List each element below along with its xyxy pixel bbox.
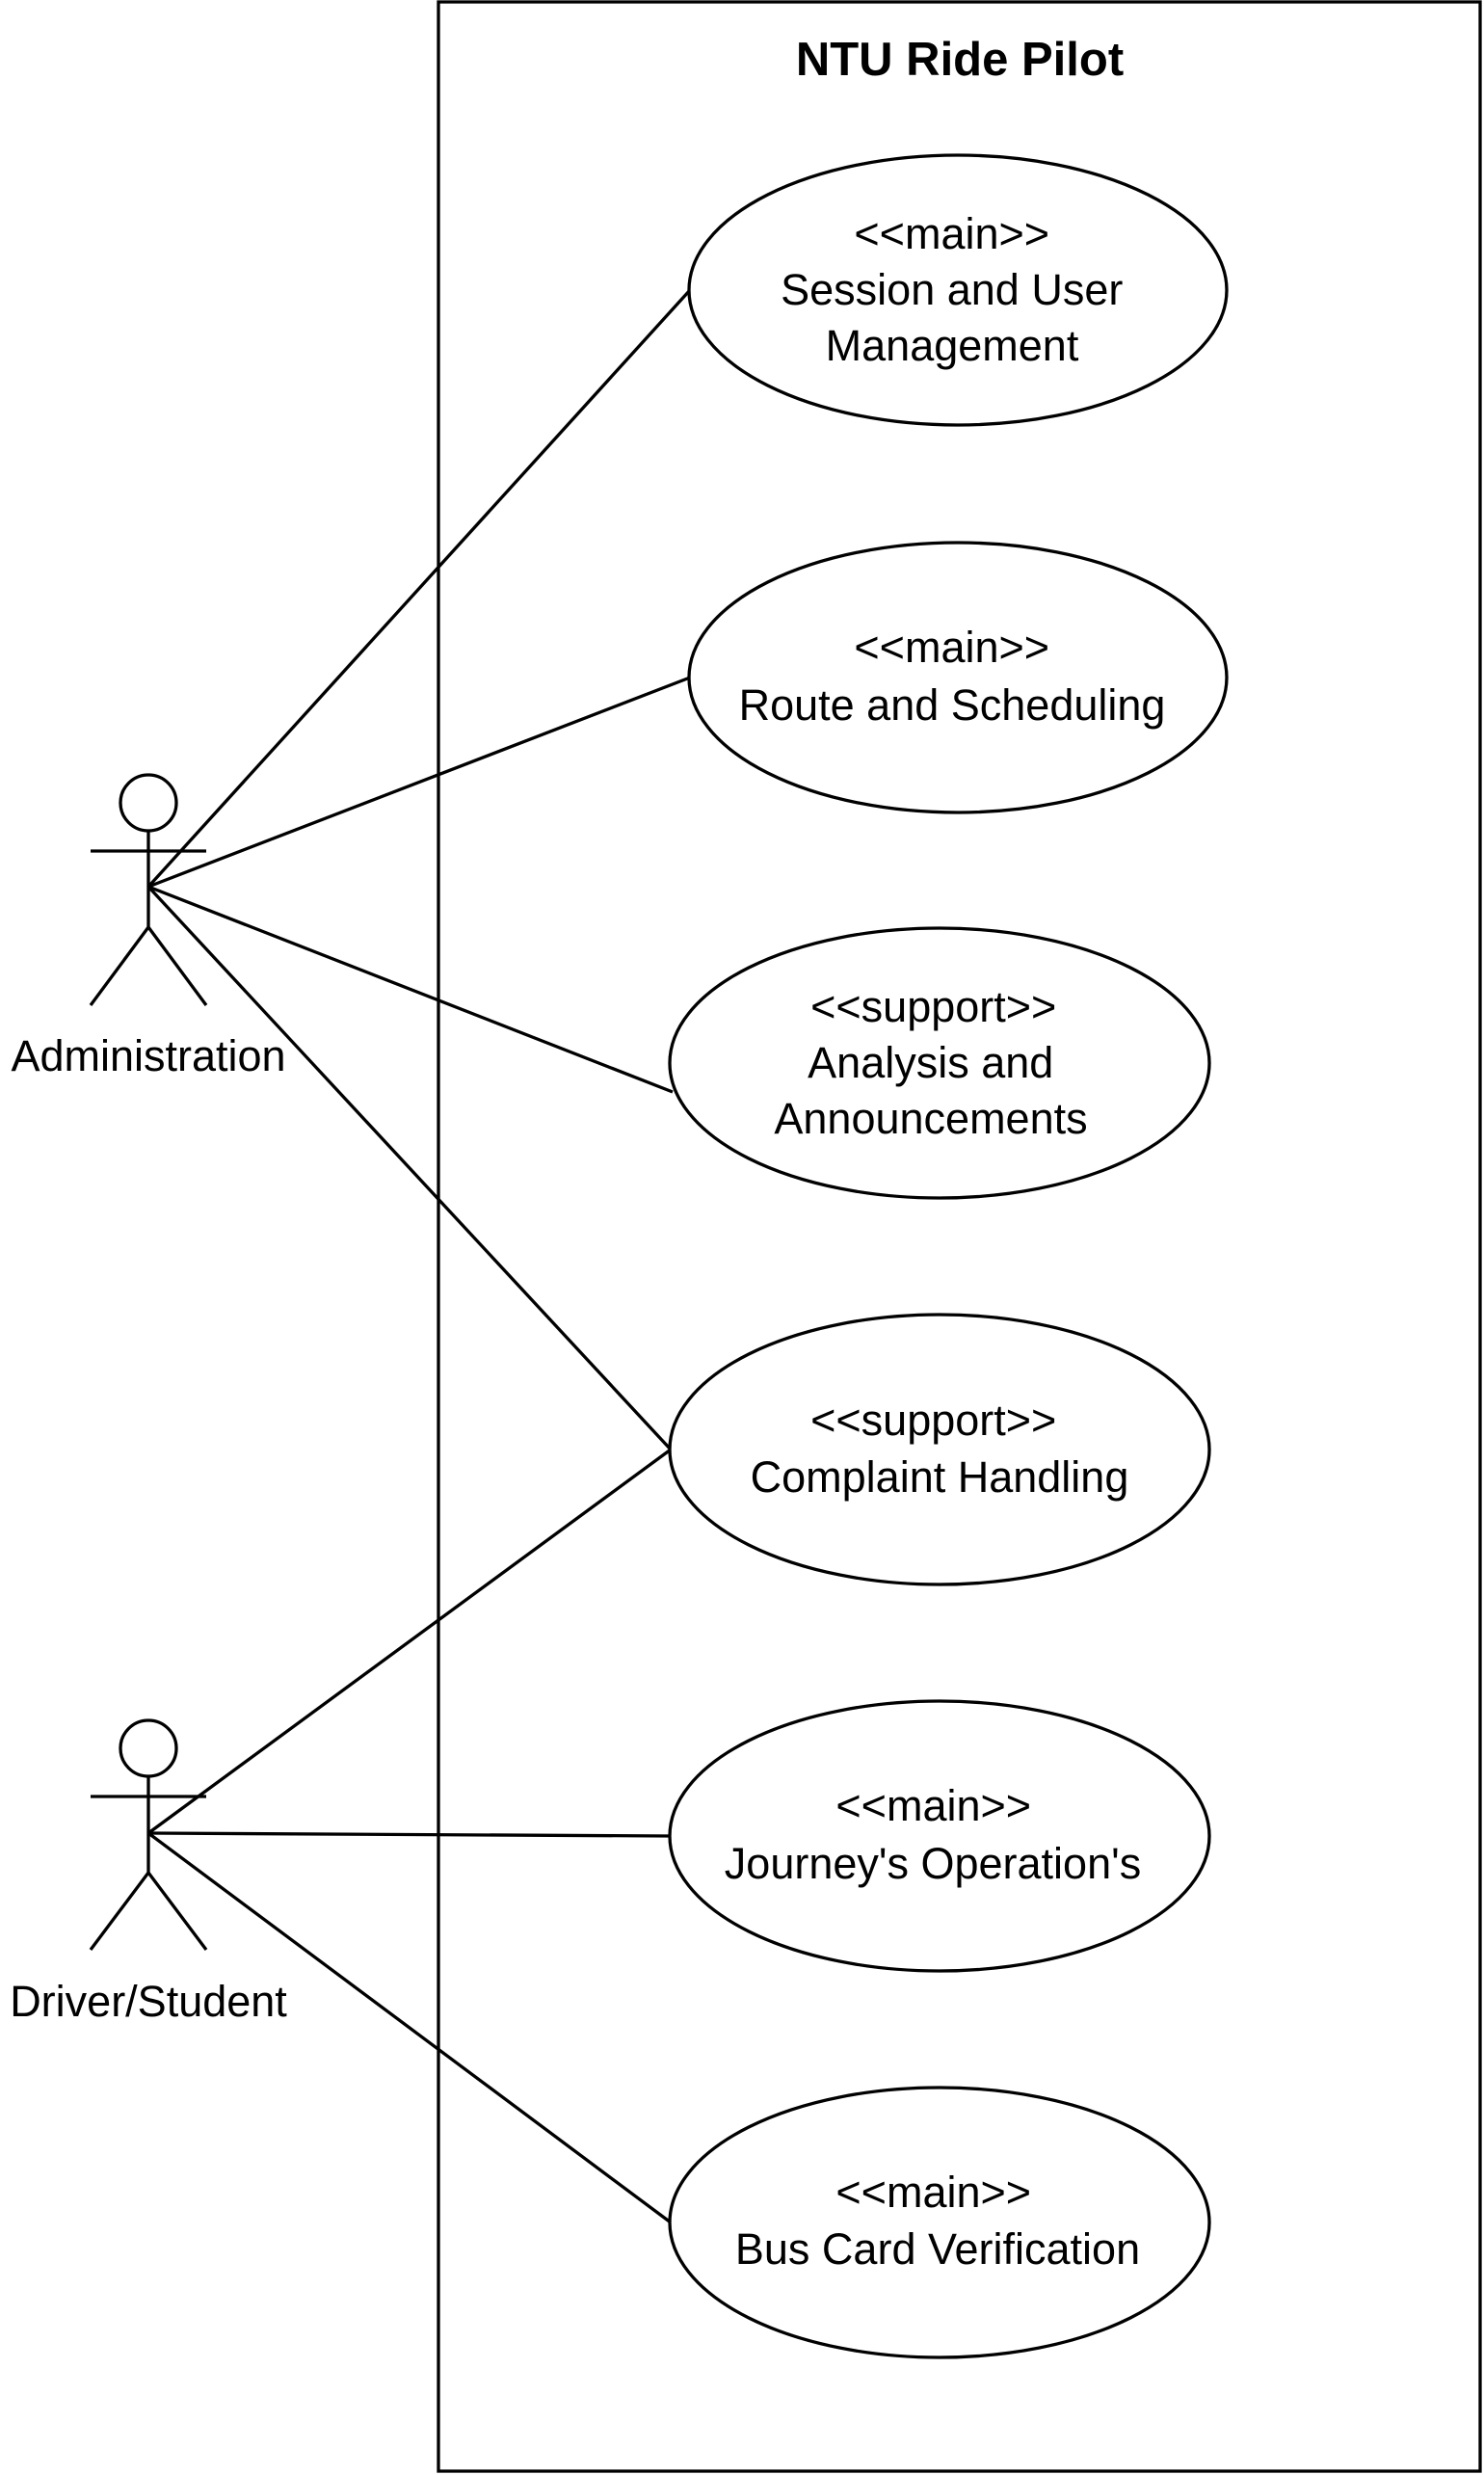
use-case-complaint-stereotype: <<support>>	[810, 1396, 1056, 1445]
use-case-complaint-text: <<support>> Complaint Handling	[751, 1396, 1129, 1502]
association-admin-analysis	[147, 885, 674, 1094]
association-driver-complaint	[147, 1448, 672, 1835]
association-driver-buscard	[147, 1831, 672, 2224]
use-case-analysis-line-2: Announcements	[774, 1094, 1087, 1143]
use-case-analysis-stereotype: <<support>>	[810, 982, 1056, 1031]
use-case-complaint[interactable]: <<support>> Complaint Handling	[668, 1313, 1211, 1586]
association-driver-journey	[147, 1831, 672, 1838]
use-case-journey-line-1: Journey's Operation's	[725, 1839, 1141, 1888]
use-case-session-stereotype: <<main>>	[854, 209, 1049, 258]
use-case-route-stereotype: <<main>>	[854, 623, 1049, 672]
use-case-complaint-ellipse[interactable]	[668, 1313, 1211, 1586]
use-case-journey-text: <<main>> Journey's Operation's	[725, 1781, 1141, 1888]
use-case-session-ellipse[interactable]	[687, 153, 1229, 427]
actor-administration[interactable]: Administration	[11, 773, 286, 1080]
use-case-buscard-ellipse[interactable]	[668, 2086, 1211, 2359]
association-admin-session	[146, 288, 692, 889]
use-case-analysis-ellipse[interactable]	[668, 926, 1211, 1200]
use-case-session[interactable]: <<main>> Session and User Management	[687, 153, 1229, 427]
use-case-complaint-line-1: Complaint Handling	[751, 1452, 1129, 1502]
association-admin-complaint	[146, 885, 673, 1451]
use-case-route-ellipse[interactable]	[687, 541, 1229, 814]
system-title: NTU Ride Pilot	[796, 34, 1124, 86]
use-case-journey-stereotype: <<main>>	[835, 1781, 1031, 1830]
actor-administration-label: Administration	[11, 1031, 285, 1080]
use-case-journey[interactable]: <<main>> Journey's Operation's	[668, 1699, 1211, 1973]
use-case-session-line-2: Management	[826, 321, 1079, 370]
use-case-buscard-stereotype: <<main>>	[835, 2168, 1031, 2217]
actor-administration-figure-icon	[89, 773, 208, 1006]
use-case-buscard-line-1: Bus Card Verification	[735, 2224, 1140, 2274]
actor-driver-student-label: Driver/Student	[10, 1977, 287, 2026]
use-case-buscard-text: <<main>> Bus Card Verification	[735, 2168, 1140, 2274]
actor-driver-student[interactable]: Driver/Student	[10, 1718, 287, 2026]
use-case-journey-ellipse[interactable]	[668, 1699, 1211, 1973]
use-case-session-text: <<main>> Session and User Management	[781, 209, 1135, 370]
use-case-analysis[interactable]: <<support>> Analysis and Announcements	[668, 926, 1211, 1200]
use-case-analysis-line-1: Analysis and	[808, 1038, 1053, 1087]
use-case-route-line-1: Route and Scheduling	[739, 680, 1166, 730]
use-case-buscard[interactable]: <<main>> Bus Card Verification	[668, 2086, 1211, 2359]
associations	[146, 288, 692, 2224]
use-case-route[interactable]: <<main>> Route and Scheduling	[687, 541, 1229, 814]
use-case-analysis-text: <<support>> Analysis and Announcements	[774, 982, 1087, 1143]
use-case-route-text: <<main>> Route and Scheduling	[739, 623, 1166, 730]
use-case-session-line-1: Session and User	[781, 265, 1123, 314]
association-admin-route	[147, 676, 691, 889]
actor-driver-student-figure-icon	[89, 1718, 208, 1951]
